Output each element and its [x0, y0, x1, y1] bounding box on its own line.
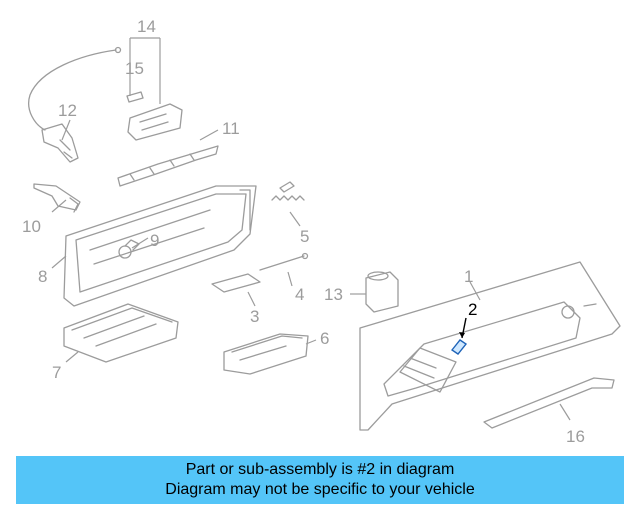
parts-diagram: 14 15 12 11 10 9 5 8 4 13 1 2 3 6 7 16 — [22, 17, 621, 446]
banner-line-2: Diagram may not be specific to your vehi… — [165, 481, 475, 498]
lock-cylinder-part — [365, 271, 399, 313]
bolt-part — [118, 239, 140, 259]
bracket-part — [33, 183, 81, 213]
latch-rod-part — [211, 252, 309, 293]
callout-7: 7 — [52, 363, 61, 382]
banner-line-1: Part or sub-assembly is #2 in diagram — [185, 461, 455, 478]
latch-cable-assembly — [28, 46, 183, 141]
callout-4: 4 — [295, 285, 304, 304]
housing-part — [63, 185, 257, 307]
callout-10: 10 — [22, 217, 41, 236]
callout-2: 2 — [468, 300, 477, 319]
handle-part — [41, 123, 79, 163]
callout-1: 1 — [464, 267, 473, 286]
callout-9: 9 — [150, 231, 159, 250]
callout-3: 3 — [250, 307, 259, 326]
door-part — [359, 261, 621, 431]
callout-13: 13 — [324, 285, 343, 304]
callout-14: 14 — [137, 17, 156, 36]
highlighted-part-2 — [450, 317, 468, 355]
callout-16: 16 — [566, 427, 585, 446]
callout-6: 6 — [320, 329, 329, 348]
spring-part — [271, 181, 305, 201]
info-banner: Part or sub-assembly is #2 in diagram Di… — [16, 456, 624, 504]
callout-12: 12 — [58, 101, 77, 120]
leader-lines — [51, 37, 571, 421]
callout-11: 11 — [222, 119, 240, 138]
tray-part — [63, 303, 179, 363]
small-bin-part — [223, 333, 309, 375]
callout-8: 8 — [38, 267, 47, 286]
lower-strip-part — [483, 377, 615, 429]
callout-5: 5 — [300, 227, 309, 246]
strip-part — [117, 145, 219, 187]
callout-labels: 14 15 12 11 10 9 5 8 4 13 1 2 3 6 7 16 — [22, 17, 585, 446]
callout-15: 15 — [125, 59, 144, 78]
